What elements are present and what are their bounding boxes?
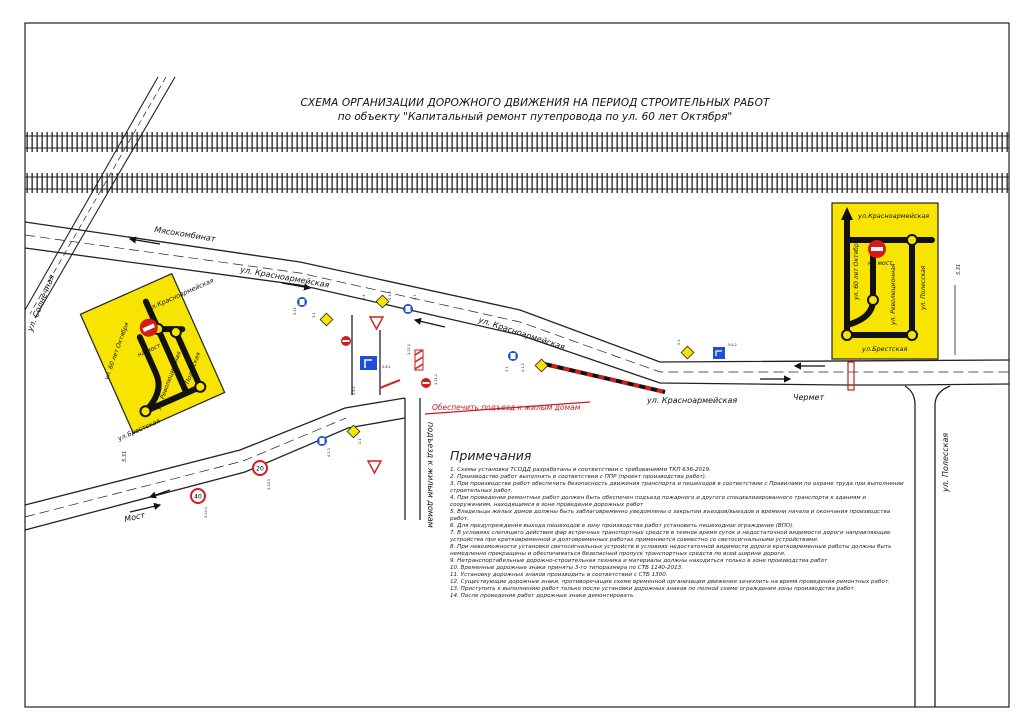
street-podezd: подъезд к жилым домам	[426, 422, 435, 528]
blue-square-sign-1	[360, 356, 377, 370]
sign-code-c5: 5.8.1	[382, 365, 391, 369]
street-myasokombinat: Мясокомбинат	[154, 225, 217, 244]
blue-round-sign-1	[297, 297, 307, 307]
sign-code-c8: 2.1	[677, 339, 681, 345]
railway-tracks	[25, 132, 1009, 193]
priority-sign-1	[319, 312, 334, 327]
board-right-left-street: ул. 60 лет Октября	[853, 239, 860, 301]
sign-code-c10: 2.1	[358, 438, 362, 444]
speed-40-text: 40	[194, 494, 202, 501]
board-right-bottom: ул.Брестская	[861, 345, 907, 353]
board-right-no-entry: на мост	[868, 260, 893, 267]
sign-code-c2: 3.1	[312, 312, 316, 318]
title-line-2: по объекту "Капитальный ремонт путепрово…	[337, 111, 733, 123]
priority-sign-5	[346, 424, 361, 439]
road-solnechnaya	[24, 76, 176, 319]
signs: 20 40	[190, 294, 725, 504]
priority-sign-4	[680, 345, 695, 360]
access-line	[424, 401, 591, 415]
direction-arrows	[128, 236, 825, 513]
sign-code-c9: 5.8.2	[728, 343, 737, 347]
road-junction	[351, 315, 421, 520]
street-krasnoarm-2: ул. Красноармейская	[476, 315, 566, 352]
note-item: 10. Временные дорожные знаки приняты 3-г…	[450, 565, 684, 571]
note-item: 13. Приступить к выполнению работ только…	[450, 586, 856, 592]
notes-block: Примечания 1. Схемы установки ТСОДД разр…	[450, 448, 905, 600]
note-item: 11. Установку дорожных знаков производит…	[450, 572, 668, 578]
ensure-access-label: Обеспечить подъезд к жилым домам	[432, 403, 581, 412]
priority-sign-2	[375, 294, 390, 309]
note-item: 5. Владельцы жилых домов должны быть заб…	[450, 509, 891, 522]
street-chermet: Чермет	[793, 393, 824, 402]
road-poleskaya	[904, 385, 951, 707]
blue-round-sign-2	[403, 304, 413, 314]
sign-code-c16: 1.21.1	[434, 374, 438, 385]
sign-code-c14: 2.4	[362, 294, 366, 300]
board-right-code: 5.31	[956, 264, 962, 275]
note-item: 6. Для предупреждения выхода пешеходов в…	[450, 523, 795, 529]
note-item: 14. После проведения работ дорожные знак…	[450, 593, 636, 599]
street-krasnoarm-3: ул. Красноармейская	[646, 396, 737, 405]
speed-limit-20-sign: 20	[252, 460, 268, 476]
board-left-code: 5.31	[122, 451, 128, 462]
note-item: 3. При производстве работ обеспечить без…	[450, 481, 904, 494]
street-poleskaya: ул. Полесская	[941, 433, 950, 493]
no-entry-sign-2	[421, 378, 431, 388]
sign-code-c7: 4.1.2	[521, 363, 525, 372]
red-triangle-sign-1	[368, 316, 385, 331]
sign-code-c4: 2.1	[413, 294, 417, 300]
sign-code-c12: 3.24.1	[267, 479, 271, 490]
sign-code-c13: 3.24.1	[204, 507, 208, 518]
sign-codes: 5.21 3.1 4.1.2 2.1 5.8.1 3.1 4.1.2 2.1 5…	[204, 291, 737, 518]
no-entry-sign-1	[341, 336, 351, 346]
note-item: 4. При проведении ремонтных работ должен…	[450, 495, 867, 508]
street-most: Мост	[123, 510, 146, 524]
notes-heading: Примечания	[450, 448, 532, 463]
road-most	[24, 397, 406, 531]
note-item: 8. При невозможности установки светосигн…	[450, 544, 892, 557]
road-krasnoarmeyskaya	[24, 221, 1010, 386]
sign-code-c15: 1.21.1	[407, 344, 411, 355]
sign-code-c6: 3.1	[505, 366, 509, 372]
speed-limit-40-sign: 40	[190, 488, 206, 504]
board-right-top: ул.Красноармейская	[857, 212, 929, 220]
note-item: 12. Существующие дорожные знаки, противо…	[450, 579, 890, 585]
street-krasnoarm-1: ул. Красноармейская	[239, 265, 331, 290]
blue-square-sign-2	[713, 347, 725, 359]
note-item: 7. В условиях слепящего действия фар вст…	[450, 530, 891, 543]
note-item: 1. Схемы установки ТСОДД разработаны в с…	[450, 467, 712, 473]
detour-board-right	[831, 202, 939, 360]
blue-round-sign-3	[508, 351, 518, 361]
sheet-frame	[24, 22, 1010, 708]
sign-code-c1: 5.21	[293, 307, 297, 315]
board-right-right-street: ул. Полесская	[920, 265, 927, 311]
sign-code-c17: 5.8.1	[352, 386, 356, 395]
blue-round-sign-4	[317, 436, 327, 446]
red-triangle-sign-2	[366, 460, 383, 475]
note-item: 2. Производство работ выполнять в соотве…	[450, 474, 707, 480]
warning-stack	[414, 349, 424, 371]
title-line-1: СХЕМА ОРГАНИЗАЦИИ ДОРОЖНОГО ДВИЖЕНИЯ НА …	[300, 97, 770, 109]
board-right-mid-street: ул. Революционная	[890, 263, 897, 326]
note-item: 9. Нетранспортабельные дорожно-строитель…	[450, 558, 828, 564]
sign-code-c11: 4.1.3	[327, 448, 331, 457]
priority-sign-3	[534, 358, 549, 373]
detour-board-left	[79, 272, 226, 434]
speed-20-text: 20	[256, 466, 264, 473]
work-zone-barrier	[379, 361, 666, 394]
sign-code-c3: 4.1.2	[388, 291, 392, 300]
